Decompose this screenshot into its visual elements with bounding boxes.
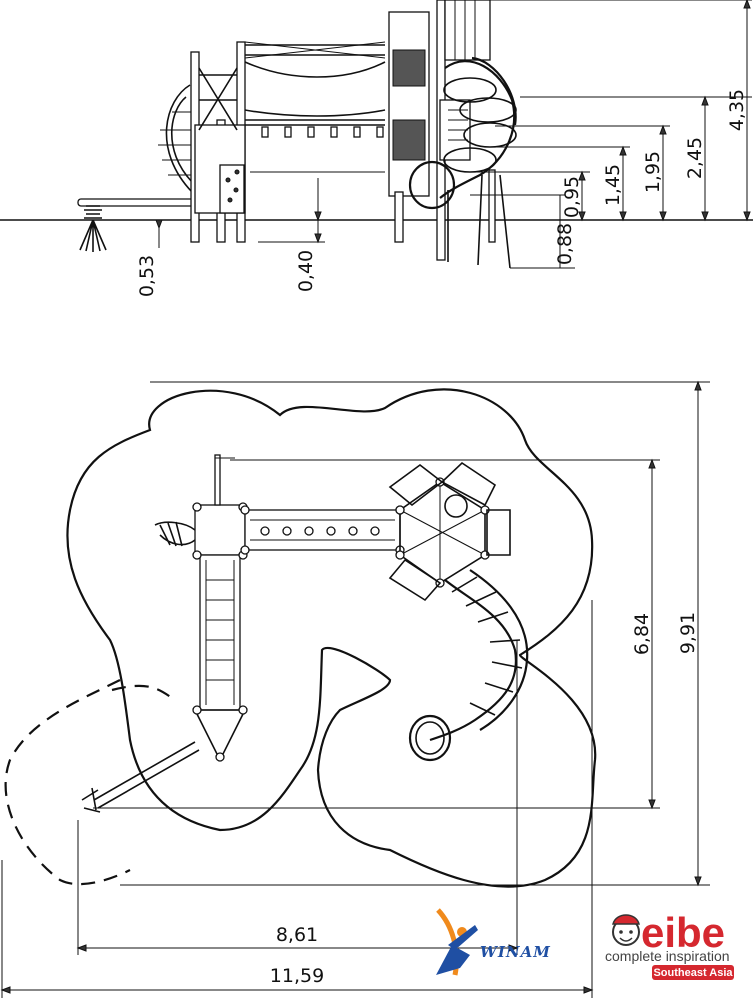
eibe-logo-text: eibe [641, 909, 725, 956]
eibe-region-badge [652, 965, 734, 980]
plan-tube-slide [408, 569, 529, 762]
eibe-logo: eibe complete inspiration Southeast Asia [605, 909, 734, 980]
spring-rider-zone-dashed [4, 679, 176, 886]
dim-plan-depth-equipment: 6,84 [631, 613, 653, 655]
bridge-elevation [244, 61, 386, 173]
dim-plan-width-total: 11,59 [270, 965, 324, 987]
dim-height-5: 0,95 [561, 176, 583, 218]
dim-height-3: 1,95 [642, 151, 664, 193]
elevation-view: 4,35 2,45 1,95 1,45 0,95 0,88 0,53 0,40 [0, 0, 753, 297]
plan-dimensions: 9,91 6,84 8,61 11,59 [0, 380, 710, 998]
dim-height-total: 4,35 [726, 89, 748, 131]
dim-plan-width-equipment: 8,61 [276, 924, 318, 946]
safety-zone-outline [66, 388, 597, 888]
eibe-face-icon [612, 914, 640, 946]
elevation-dimensions: 4,35 2,45 1,95 1,45 0,95 0,88 0,53 0,40 [136, 0, 752, 297]
eibe-region-text: Southeast Asia [653, 967, 733, 979]
plan-hex-tower [388, 461, 511, 602]
plan-climbing-run [154, 454, 248, 762]
winam-logo: WINAM [436, 908, 551, 976]
winam-logo-text: WINAM [480, 943, 551, 961]
plan-view: 9,91 6,84 8,61 11,59 [0, 380, 710, 998]
left-tower-elevation [158, 41, 386, 243]
dim-height-2: 2,45 [684, 137, 706, 179]
dim-depth-3: 0,40 [295, 250, 317, 292]
dim-depth-2: 0,53 [136, 255, 158, 297]
plan-bridge [240, 505, 405, 555]
right-tower-elevation [388, 0, 517, 269]
plan-spring-rider [81, 741, 200, 813]
eibe-tagline: complete inspiration [605, 948, 730, 964]
dim-depth-1: 0,88 [554, 223, 576, 265]
dim-plan-depth-total: 9,91 [677, 612, 699, 654]
dim-height-4: 1,45 [602, 164, 624, 206]
